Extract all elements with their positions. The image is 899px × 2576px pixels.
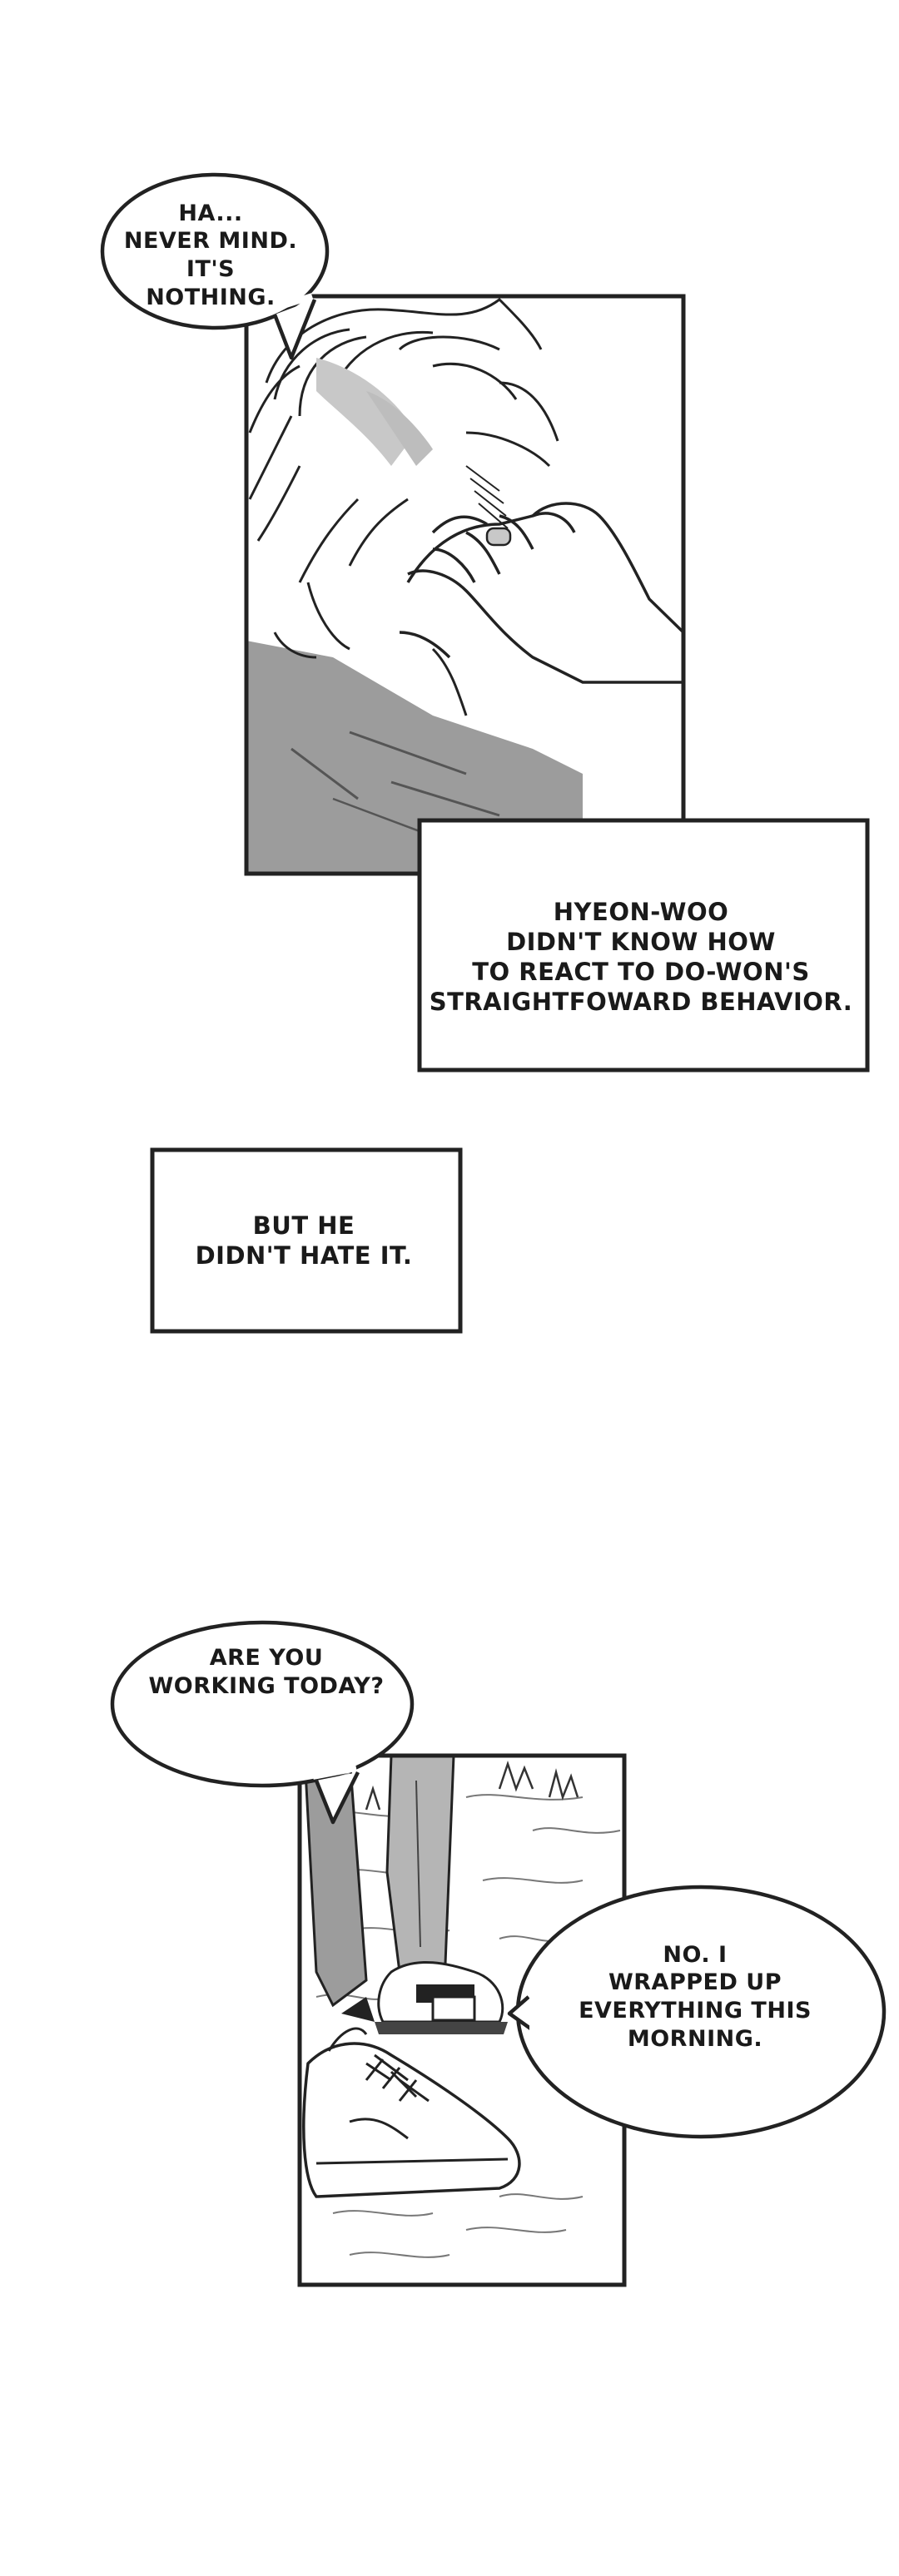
speech-bubble-1-text: HA... NEVER MIND. IT'S NOTHING. [123,200,298,310]
laces [365,2053,430,2103]
narration-box-2 [150,1147,463,1334]
speech-bubble-2-text: ARE YOU WORKING TODAY? [148,1645,385,1699]
hair [248,298,559,583]
speech-bubble-2 [110,1620,415,1788]
narration-box-2-text: BUT HE DIDN'T HATE IT. [195,1211,413,1270]
speech-bubble-3-text: NO. I WRAPPED UP EVERYTHING THIS MORNING… [579,1941,812,2052]
speech-bubble-1 [100,172,330,330]
narration-box-1-text: HYEON-WOO DIDN'T KNOW HOW TO REACT TO DO… [429,897,853,1017]
panel-1 [244,294,686,876]
narration-box-1 [417,818,870,1073]
hand [399,502,685,684]
grass [365,1761,579,1811]
sneaker [302,2042,521,2198]
